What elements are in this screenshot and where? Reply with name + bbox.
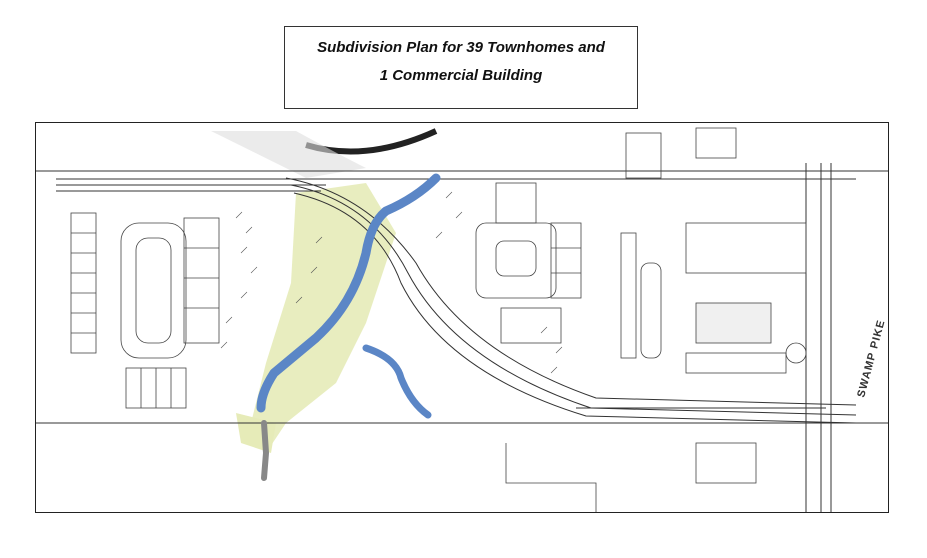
stream	[256, 173, 441, 481]
south-parcels	[505, 442, 757, 512]
title-box: Subdivision Plan for 39 Townhomes and 1 …	[284, 26, 638, 109]
swamp-pike-road	[805, 163, 832, 512]
curved-road	[285, 177, 857, 424]
top-road	[36, 170, 888, 192]
tree-hatch	[220, 191, 563, 374]
site-plan-svg: SWAMP PIKE	[36, 127, 888, 512]
wetland-area	[251, 183, 396, 453]
site-plan-drawing: SWAMP PIKE	[35, 122, 889, 513]
fill-slope	[211, 131, 366, 178]
townhomes-central	[475, 182, 582, 344]
commercial-site	[620, 127, 807, 374]
bottom-road	[36, 407, 888, 424]
townhomes-west	[70, 212, 220, 409]
road-label-swamp-pike: SWAMP PIKE	[855, 318, 887, 398]
title-line-1: Subdivision Plan for 39 Townhomes and	[317, 39, 605, 56]
title-line-2: 1 Commercial Building	[379, 67, 543, 84]
